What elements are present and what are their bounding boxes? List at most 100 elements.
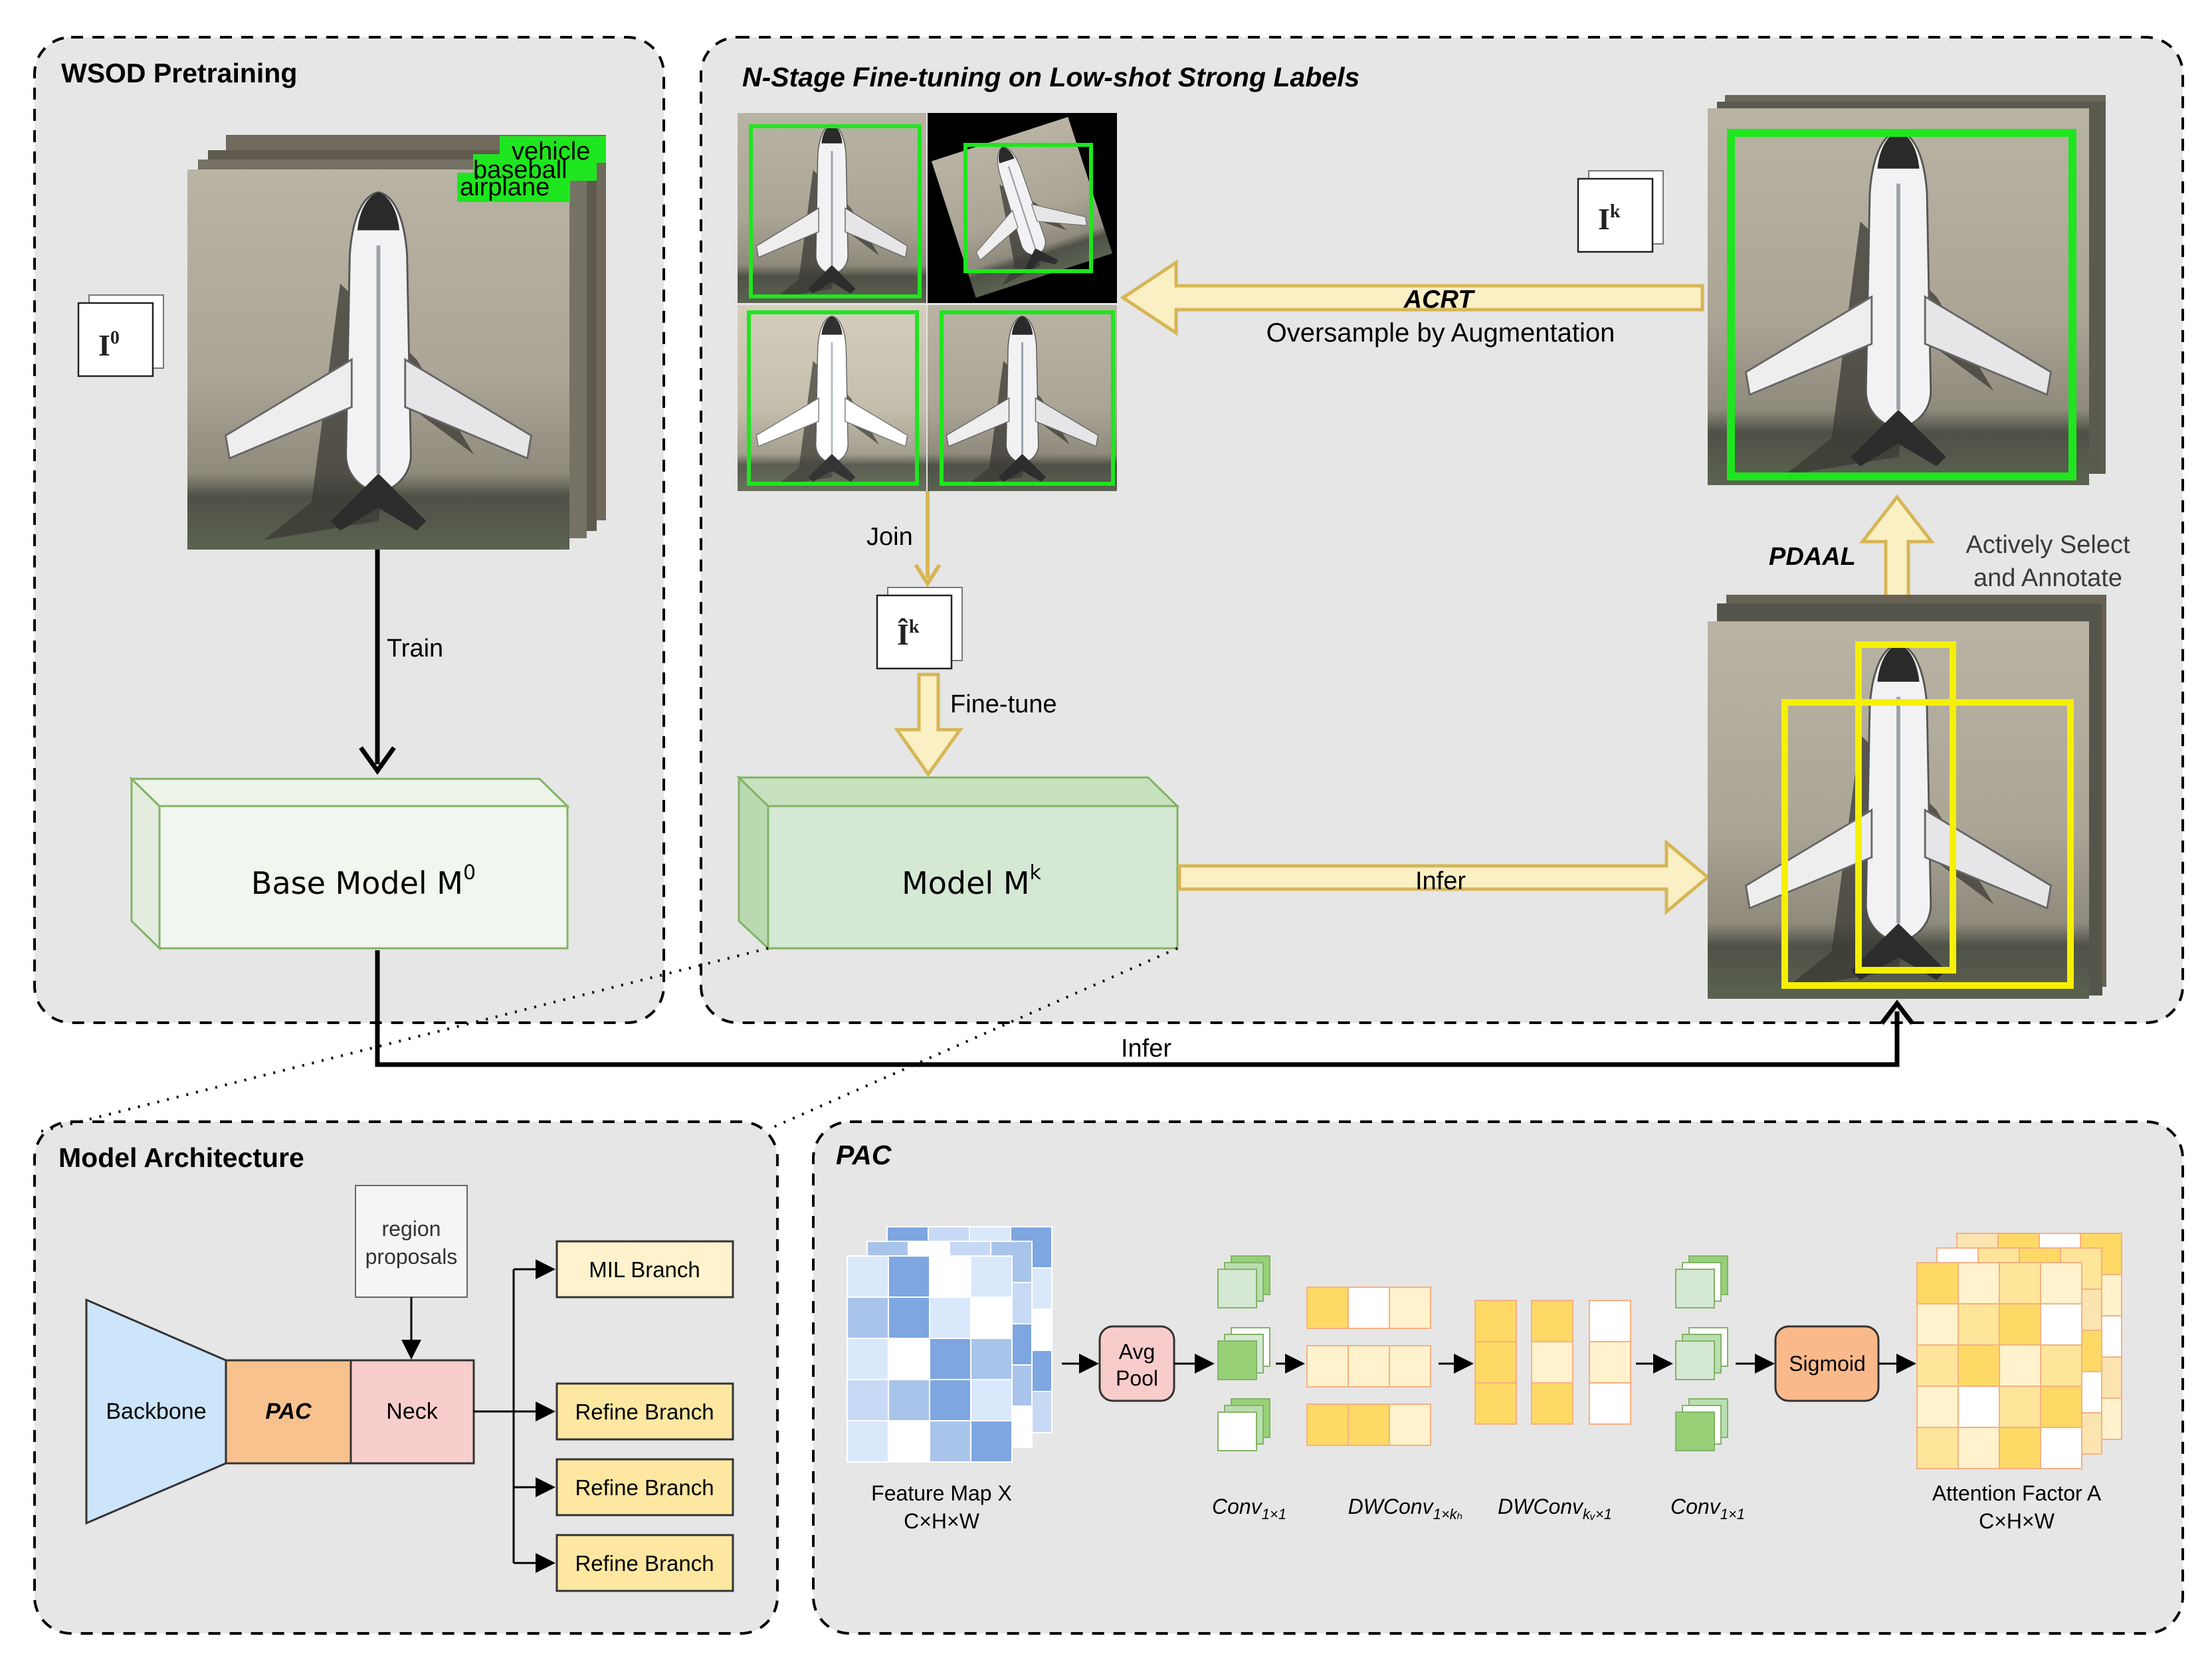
region-proposals-line1: region [382,1217,441,1241]
feature-map-cell [847,1297,889,1339]
attention-cell [1916,1344,1959,1387]
dwconv1-label: DWConv [1348,1495,1435,1518]
sigmoid-block[interactable]: Sigmoid [1774,1325,1880,1402]
attention-cell [1916,1427,1959,1469]
stacked-document-icon [1578,171,1663,252]
conv2-label: Conv [1670,1495,1722,1518]
dataset-i0-sup: 0 [110,328,120,348]
attention-cell [1999,1427,2041,1469]
dwconv-h-cell [1348,1345,1390,1388]
dwconv2-label: DWConv [1498,1495,1584,1518]
attention-cell [1958,1262,2000,1304]
feature-map-cell [970,1297,1013,1339]
conv2-stacks [1675,1255,1728,1451]
dwconv-vertical [1474,1300,1631,1425]
conv-kernel-square [1217,1411,1257,1451]
finetune-label: Fine-tune [950,690,1057,718]
dwconv-h-cell [1306,1287,1349,1329]
wsod-image-stack: vehicle baseball airplane [187,135,606,550]
refine-branch-2[interactable]: Refine Branch [555,1458,734,1516]
model-mk-label: Model M [902,865,1029,901]
conv1-label: Conv [1212,1495,1263,1518]
neck-block[interactable]: Neck [350,1359,475,1465]
feature-map-cell [929,1255,971,1298]
avgpool-line1: Avg [1119,1340,1156,1364]
feature-map-cell [929,1420,971,1463]
mil-branch[interactable]: MIL Branch [555,1240,734,1298]
attention-cell [1916,1303,1959,1346]
attention-factor-a [1916,1233,2122,1469]
attention-cell [2040,1262,2082,1304]
dataset-ihat-base: Î [897,617,909,651]
tag-airplane: airplane [460,173,550,201]
model-mk-box[interactable]: Model Mk [736,775,1180,951]
dataset-icon-ik: Ik [1578,171,1663,252]
refine-branch-2-label: Refine Branch [575,1475,714,1500]
pdaal-label: PDAAL [1769,543,1856,571]
stacked-document-icon [78,295,163,376]
dwconv-v-cell [1474,1300,1517,1342]
attention-cell [1916,1386,1959,1428]
finetune-arrow: Fine-tune [894,673,1057,778]
feature-map-cell [888,1338,930,1380]
dwconv-h-cell [1306,1403,1349,1446]
dwconv-v-cell [1531,1341,1573,1384]
attention-cell [1958,1386,2000,1428]
dataset-icon-i0: I0 [78,295,163,376]
conv-kernel-square [1675,1269,1715,1308]
refine-branch-1[interactable]: Refine Branch [555,1382,734,1441]
feature-map-cell [847,1338,889,1380]
conv1-sub: 1×1 [1262,1506,1286,1522]
attention-cell [1999,1262,2041,1304]
attention-cell [1916,1262,1959,1304]
svg-text:I0: I0 [98,328,120,362]
svg-text:DWConvkᵥ×1: DWConvkᵥ×1 [1498,1495,1612,1522]
base-model-box[interactable]: Base Model M0 [129,776,570,951]
dataset-ik-base: I [1598,202,1610,236]
feature-map-label-line2: C×H×W [904,1509,980,1533]
refine-branch-1-label: Refine Branch [575,1400,714,1424]
attention-cell [1999,1344,2041,1387]
feature-map-cell [929,1379,971,1421]
svg-text:Base Model M0: Base Model M0 [251,861,476,901]
panel-arch-title: Model Architecture [58,1142,304,1173]
feature-map-cell [970,1255,1013,1298]
feature-map-cell [888,1379,930,1421]
attention-cell [2040,1344,2082,1387]
dwconv-horizontal [1306,1287,1431,1446]
dwconv-v-cell [1474,1382,1517,1425]
select-label-line2: and Annotate [1973,564,2122,592]
model-mk-sup: k [1030,861,1042,884]
avgpool-block[interactable]: Avg Pool [1098,1325,1175,1402]
train-arrow: Train [359,550,443,776]
aerial-airplane-photo [187,169,569,550]
aerial-airplane-photo [1708,621,2089,999]
refine-branch-3[interactable]: Refine Branch [555,1534,734,1592]
dwconv-v-cell [1589,1382,1631,1425]
aerial-airplane-photo [738,305,926,491]
attention-cell [2040,1427,2082,1469]
conv1-stacks [1217,1255,1270,1451]
branch-connectors [474,1259,555,1573]
conv-kernel-square [1217,1340,1257,1380]
svg-text:DWConv1×kₕ: DWConv1×kₕ [1348,1495,1463,1522]
feature-map-cell [888,1297,930,1339]
acrt-label: ACRT [1403,286,1476,314]
tag-baseball: baseball [473,156,567,184]
bottom-infer-label: Infer [1121,1035,1171,1063]
svg-text:Model Mk: Model Mk [902,861,1041,901]
dwconv-h-cell [1389,1345,1431,1388]
base-model-label: Base Model M [251,865,463,901]
sigmoid-label: Sigmoid [1789,1352,1866,1376]
dwconv1-sub: 1×kₕ [1433,1506,1463,1522]
base-model-sup: 0 [463,861,476,884]
join-label: Join [866,523,913,551]
join-arrow: Join [866,491,942,587]
svg-text:Conv1×1: Conv1×1 [1670,1495,1745,1522]
avgpool-line2: Pool [1116,1366,1158,1390]
panel-pac-title: PAC [836,1140,892,1170]
feature-map-cell [970,1338,1013,1380]
pac-block[interactable]: PAC [225,1359,352,1465]
dataset-i0-base: I [98,328,110,362]
